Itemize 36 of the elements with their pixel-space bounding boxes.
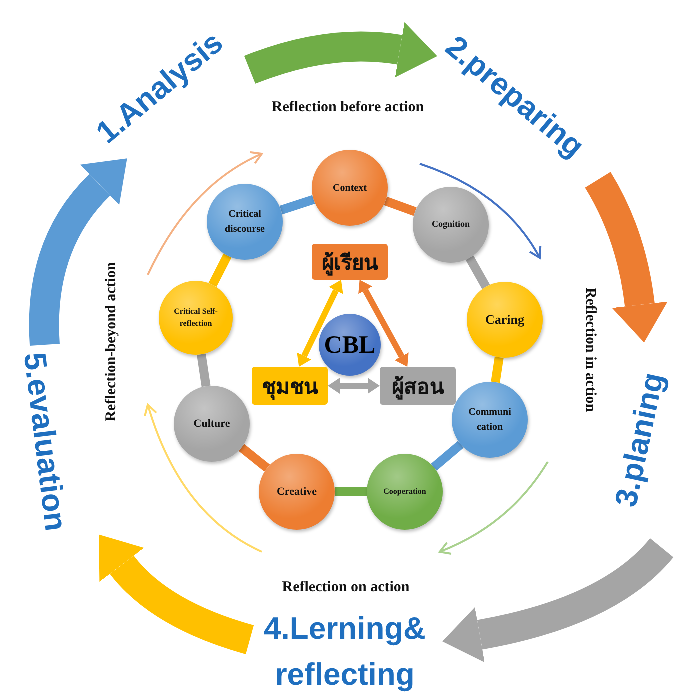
role-box: ผู้สอน (380, 367, 456, 405)
curved-arrow (244, 22, 438, 84)
ring-connector (335, 488, 367, 496)
ring-connector (466, 256, 490, 290)
concept-circle: Cooperation (367, 454, 443, 530)
center-circle: CBL (319, 314, 381, 376)
step-label: 5.evaluation (17, 351, 73, 533)
double-arrow (297, 280, 344, 367)
concept-circle: Cognition (413, 187, 489, 263)
reflection-label: Reflection on action (282, 580, 410, 596)
curved-arrow (585, 172, 668, 343)
step-label: 3.planing (609, 370, 671, 510)
ring-connector (238, 444, 270, 472)
step-label: 4.Lerning& reflecting (245, 606, 445, 698)
concept-circle: Critical discourse (207, 184, 283, 260)
reflection-label: Reflection-beyond action (104, 262, 120, 422)
concept-circle: Communi cation (452, 382, 528, 458)
curved-arrow (98, 536, 254, 654)
double-arrow (358, 280, 409, 368)
concept-circle: Context (312, 150, 388, 226)
curved-arrow (442, 538, 674, 662)
concept-circle: Creative (259, 454, 335, 530)
reflection-label: Reflection in action (582, 288, 598, 412)
role-box: ชุมชน (252, 367, 328, 405)
role-box: ผู้เรียน (312, 244, 388, 280)
reflection-label: Reflection before action (272, 100, 424, 116)
ring-connector (384, 196, 417, 216)
double-arrow (328, 378, 380, 394)
concept-circle: Culture (174, 386, 250, 462)
ring-connector (197, 354, 211, 388)
ring-connector (208, 254, 232, 288)
concept-circle: Caring (467, 282, 543, 358)
ring-connector (431, 441, 464, 471)
ring-connector (491, 356, 504, 384)
concept-circle: Critical Self-reflection (159, 281, 233, 355)
ring-connector (280, 195, 316, 215)
